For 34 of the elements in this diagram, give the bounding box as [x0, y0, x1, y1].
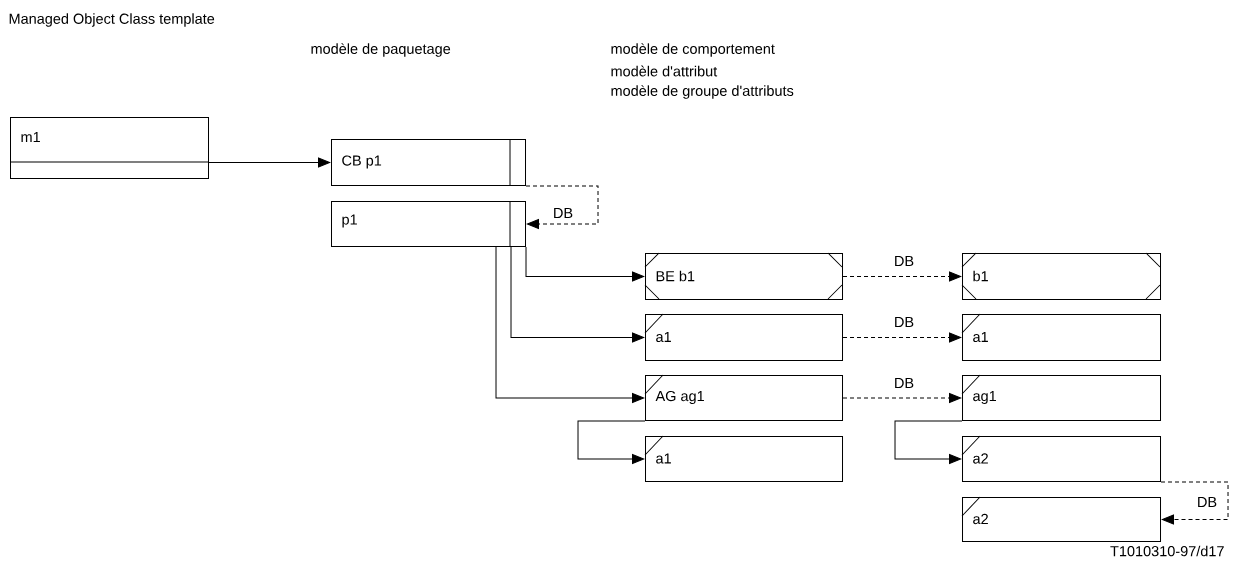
connector — [525, 246, 645, 282]
class-box: m1 — [9, 117, 209, 179]
heading: Managed Object Class template — [9, 13, 215, 27]
attribute-box: a2 — [961, 435, 1161, 482]
attribute-box: a1 — [644, 313, 843, 361]
connector — [495, 246, 645, 403]
connector — [525, 185, 599, 229]
attribute-box: AG ag1 — [644, 374, 843, 421]
attribute-box: ag1 — [961, 374, 1161, 421]
connector — [842, 393, 962, 403]
package-box: CB p1 — [331, 138, 526, 186]
attribute-box: a1 — [644, 435, 843, 482]
edge-label: DB — [551, 207, 575, 219]
connector — [577, 420, 646, 464]
connector — [208, 157, 331, 168]
connector — [1160, 481, 1229, 525]
heading: modèle de paquetage — [311, 43, 451, 57]
connector — [842, 332, 962, 343]
connector — [842, 271, 962, 282]
connector — [894, 420, 963, 464]
behaviour-box: BE b1 — [644, 252, 843, 300]
package-box: p1 — [331, 200, 526, 247]
edge-label: DB — [892, 377, 916, 389]
figure-code: T1010310-97/d17 — [1110, 545, 1224, 557]
attribute-box: a1 — [961, 313, 1161, 361]
edge-label: DB — [892, 316, 916, 328]
heading: modèle de groupe d'attributs — [611, 85, 794, 99]
connector — [510, 246, 645, 343]
edge-label: DB — [1195, 496, 1219, 508]
heading: modèle de comportement — [611, 43, 775, 57]
attribute-box: a2 — [961, 496, 1161, 542]
heading: modèle d'attribut — [611, 65, 718, 77]
behaviour-box: b1 — [961, 252, 1161, 300]
edge-label: DB — [892, 255, 916, 267]
